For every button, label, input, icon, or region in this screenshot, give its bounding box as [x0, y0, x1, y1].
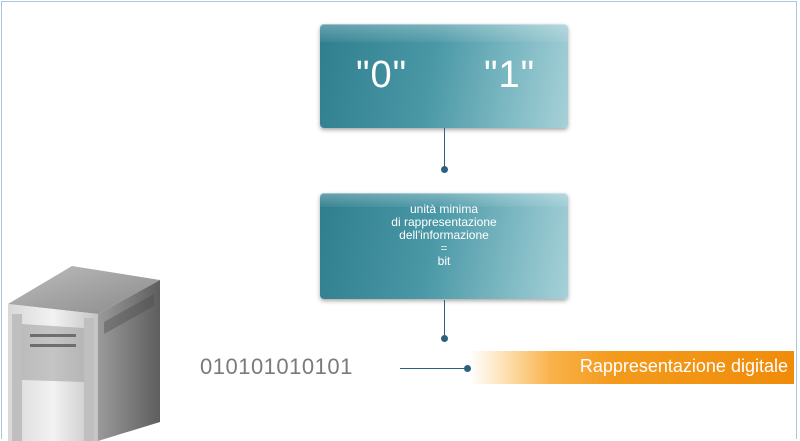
bit-definition-box: unità minima di rappresentazione dell'in…: [320, 193, 568, 299]
binary-string: 010101010101: [200, 354, 353, 379]
connector-line-bottom: [444, 300, 445, 338]
computer-tower-icon: [8, 266, 160, 441]
box-gloss: [320, 24, 568, 42]
bit-definition-text: unità minima di rappresentazione dell'in…: [320, 203, 568, 268]
definition-equals: =: [440, 241, 448, 255]
box-gloss: [320, 193, 568, 207]
connector-line-top: [444, 128, 445, 170]
value-zero: "0": [356, 54, 408, 96]
digital-representation-banner: Rappresentazione digitale: [470, 351, 794, 384]
connector-dot-bottom: [441, 335, 448, 342]
binary-values-box: "0" "1": [320, 24, 568, 128]
value-one: "1": [484, 54, 536, 96]
banner-label: Rappresentazione digitale: [579, 356, 788, 376]
definition-line-2: di rappresentazione: [391, 215, 497, 229]
binary-connector-dot: [464, 365, 471, 372]
connector-dot-top: [441, 166, 448, 173]
definition-line-1: unità minima: [409, 202, 479, 216]
definition-term-bit: bit: [437, 254, 451, 268]
definition-line-3: dell'informazione: [399, 228, 489, 242]
binary-connector-line: [400, 368, 466, 369]
